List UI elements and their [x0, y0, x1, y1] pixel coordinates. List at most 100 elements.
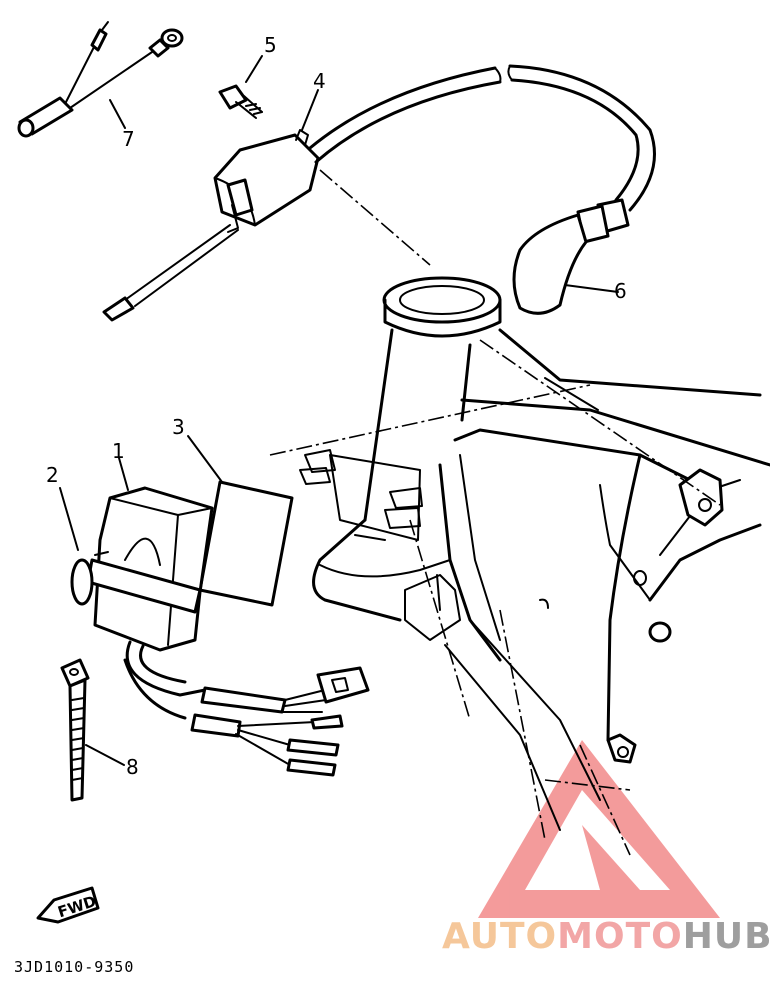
leader-lines — [269, 169, 721, 856]
plug-cap-body — [512, 213, 588, 315]
frame-boss-1 — [633, 570, 647, 586]
leader-1 — [118, 457, 129, 491]
frame-boss-2 — [648, 621, 672, 643]
part-number-7: 7 — [122, 127, 135, 151]
side-plate-rear — [606, 453, 642, 742]
drawing-code: 3JD1010-9350 — [14, 958, 134, 976]
head-pipe-flare-rim — [319, 559, 451, 578]
leader-4 — [301, 89, 319, 131]
side-plate-cutout — [599, 484, 651, 601]
gusset-tab-3 — [389, 487, 423, 509]
lead-ring-hole — [167, 34, 177, 42]
cdi-bullet-3 — [286, 758, 337, 777]
head-pipe-bore — [399, 285, 485, 315]
cdi-connector — [316, 666, 370, 704]
cdi-emboss — [124, 537, 161, 566]
tie-head-slot — [69, 668, 79, 676]
lower-mount-hole — [617, 746, 629, 758]
part-6-plug-cap — [308, 64, 656, 315]
part-4-ignition-coil — [102, 89, 320, 322]
cdi-side-edge — [167, 514, 179, 646]
ht-lead-1a — [308, 66, 497, 150]
ht-lead-1-end — [494, 67, 502, 83]
cdi-wires-bottom — [235, 721, 316, 766]
cdi-harness-c — [123, 658, 187, 720]
leader-5 — [245, 55, 263, 83]
down-tube-left — [444, 644, 561, 831]
leader-lower — [544, 779, 631, 791]
part-7-wire-lead — [17, 21, 184, 138]
watermark-text-moto: MOTO — [557, 916, 683, 957]
watermark-text-auto: AUTO — [442, 916, 557, 957]
frame — [299, 276, 770, 831]
part-number-1: 1 — [112, 439, 125, 463]
cdi-sleeve-1 — [200, 686, 287, 714]
band-end-left — [70, 558, 94, 606]
leader-7 — [109, 99, 126, 129]
fwd-arrow — [36, 886, 100, 924]
part-number-8: 8 — [126, 755, 139, 779]
cdi-sleeve-2 — [190, 713, 242, 738]
leader-down-1 — [499, 609, 546, 841]
part-number-3: 3 — [172, 415, 185, 439]
part-3-pad — [187, 435, 294, 607]
lead-wire-1 — [65, 44, 96, 103]
ht-lead-2-end — [507, 65, 513, 81]
lead-ring-terminal — [160, 28, 184, 48]
gusset-plate — [329, 454, 421, 541]
fwd-badge: FWD — [36, 886, 100, 924]
coil-primary-wire — [124, 224, 231, 301]
tie-teeth — [71, 697, 85, 781]
lead-terminal-1 — [90, 28, 108, 52]
part-number-4: 4 — [313, 69, 326, 93]
head-pipe-ring — [383, 298, 502, 338]
pad-sheet — [198, 480, 294, 607]
coil-wire-terminal — [102, 296, 135, 322]
top-tube-upper — [498, 328, 762, 397]
coil-lead-tab — [227, 204, 239, 233]
gusset-slot — [354, 534, 386, 541]
watermark-text-hub: HUB — [683, 916, 770, 957]
leader-2 — [59, 487, 79, 551]
side-plate-inner — [459, 454, 501, 641]
watermark-inner — [582, 825, 640, 890]
part-5-bolt — [218, 55, 263, 119]
lead-terminal-pin — [101, 21, 109, 31]
leader-6 — [564, 284, 619, 293]
cdi-wires-top — [282, 689, 327, 713]
side-plate-front — [438, 463, 502, 662]
lead-boot-end — [17, 118, 35, 138]
lead-wire-2 — [69, 49, 156, 109]
bolt-head — [218, 84, 248, 110]
part-8-cable-tie — [60, 658, 125, 802]
tie-head — [60, 658, 90, 688]
part-2-band — [59, 487, 202, 614]
gusset-tab-4 — [384, 507, 421, 529]
leader-coil-to-head — [319, 169, 431, 266]
leader-3 — [187, 435, 223, 483]
watermark-logo — [478, 740, 720, 918]
cdi-connector-latch — [331, 677, 349, 693]
leader-8 — [85, 744, 125, 766]
head-pipe-left — [363, 328, 394, 522]
frame-hole — [539, 598, 549, 609]
coil-body — [213, 133, 320, 227]
gusset-tab-1 — [304, 449, 336, 473]
ht-lead-1b — [314, 80, 502, 164]
rear-frame-rail — [648, 523, 762, 602]
gusset-tab-2 — [299, 467, 331, 485]
down-tube-right — [469, 619, 601, 801]
head-pipe-collar — [382, 276, 502, 324]
top-tube-weld — [544, 377, 599, 411]
coil-primary-wire-2 — [134, 229, 239, 307]
leader-head-to-mount — [479, 339, 721, 506]
ht-lead-2a — [508, 64, 656, 212]
watermark-text: AUTOMOTOHUB — [442, 916, 770, 957]
head-pipe-right — [460, 343, 472, 422]
part-number-5: 5 — [264, 33, 277, 57]
bolt-thread — [245, 103, 263, 115]
coil-connector — [226, 178, 254, 217]
part-numbers: 1 2 3 4 5 6 7 8 — [46, 33, 627, 779]
top-tube-lower — [460, 398, 770, 467]
